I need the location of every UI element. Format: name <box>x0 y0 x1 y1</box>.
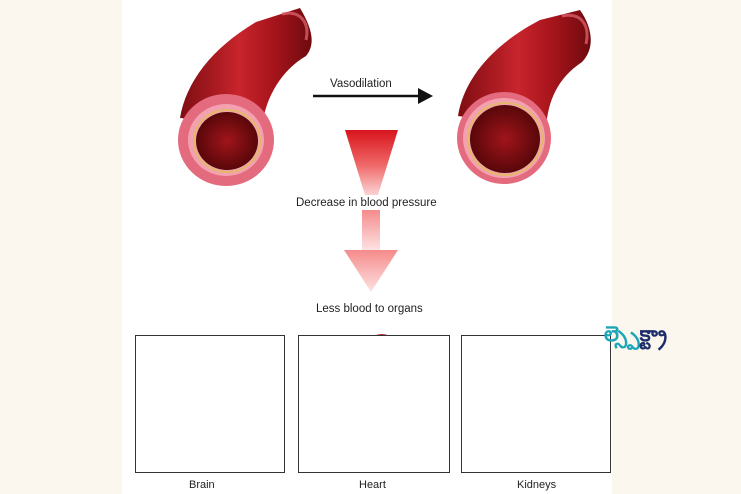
dilated-vessel <box>457 10 591 184</box>
heart-caption: Heart <box>359 479 386 491</box>
vasodilation-label: Vasodilation <box>330 78 392 90</box>
brain-caption: Brain <box>189 479 215 491</box>
less-blood-label: Less blood to organs <box>316 303 423 315</box>
watermark-accent: ల్ <box>604 322 640 346</box>
pressure-decrease-label: Decrease in blood pressure <box>296 197 437 209</box>
pressure-drop-arrow <box>344 130 398 292</box>
brain-frame <box>135 335 285 473</box>
watermark-text: స్పెక్ట్రా <box>639 322 668 346</box>
kidneys-frame <box>461 335 611 473</box>
kidneys-caption: Kidneys <box>517 479 557 491</box>
heart-frame <box>298 335 450 473</box>
brand-watermark: ల్స్పెక్ట్రా <box>604 322 667 352</box>
constricted-vessel <box>178 8 312 186</box>
process-arrow <box>313 88 433 104</box>
